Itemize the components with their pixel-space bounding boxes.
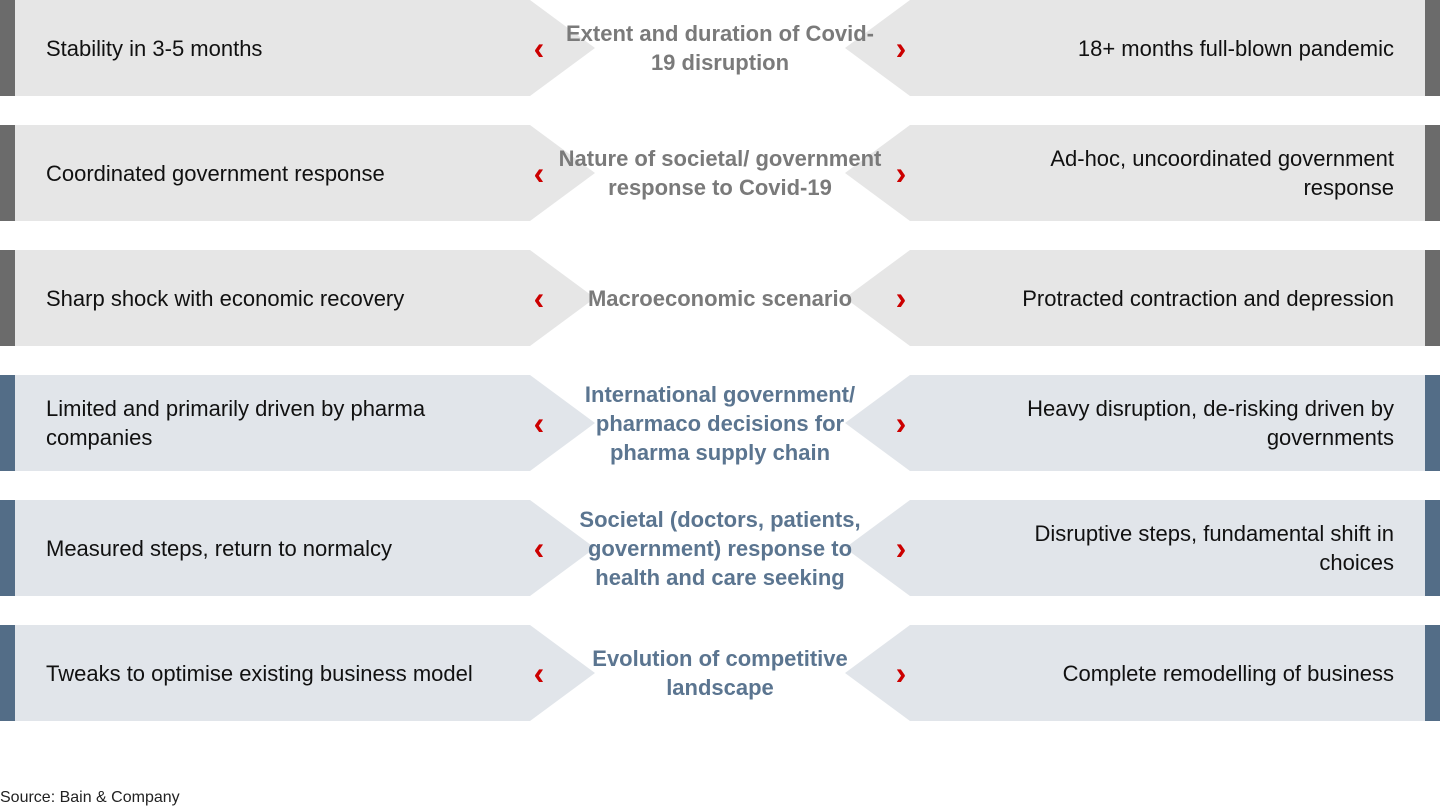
- dimension-label: International government/ pharmaco decis…: [584, 381, 856, 465]
- left-accent-bar: [0, 125, 15, 221]
- left-scenario-text: Stability in 3-5 months: [46, 35, 263, 61]
- right-accent-bar: [1425, 375, 1440, 471]
- right-accent-bar: [1425, 625, 1440, 721]
- scenario-row: Measured steps, return to normalcy ‹ Soc…: [0, 500, 1440, 596]
- left-arrow-panel: [15, 625, 595, 721]
- scenario-row: Tweaks to optimise existing business mod…: [0, 625, 1440, 721]
- right-arrow-panel: [845, 625, 1425, 721]
- left-scenario-text: Tweaks to optimise existing business mod…: [46, 660, 473, 686]
- left-scenario-text: Sharp shock with economic recovery: [46, 285, 405, 311]
- scenario-row: Limited and primarily driven by pharma c…: [0, 375, 1440, 471]
- left-arrow-panel: [15, 125, 595, 221]
- chevron-right-icon: ›: [895, 404, 907, 441]
- chevron-left-icon: ‹: [533, 529, 545, 566]
- left-arrow-panel: [15, 250, 595, 346]
- right-accent-bar: [1425, 0, 1440, 96]
- scenario-row: Stability in 3-5 months ‹ Extent and dur…: [0, 0, 1440, 96]
- chevron-left-icon: ‹: [533, 154, 545, 191]
- right-scenario-text: Disruptive steps, fundamental shift in c…: [1034, 521, 1394, 575]
- left-accent-bar: [0, 375, 15, 471]
- chevron-left-icon: ‹: [533, 29, 545, 66]
- chevron-right-icon: ›: [895, 529, 907, 566]
- right-arrow-panel: [845, 500, 1425, 596]
- right-accent-bar: [1425, 500, 1440, 596]
- scenario-row: Sharp shock with economic recovery ‹ Mac…: [0, 250, 1440, 346]
- right-arrow-panel: [845, 375, 1425, 471]
- right-scenario-text: Ad-hoc, uncoordinated government respons…: [1050, 146, 1394, 200]
- dimension-label: Evolution of competitive landscape: [592, 646, 848, 700]
- right-scenario-text: 18+ months full-blown pandemic: [1077, 35, 1394, 61]
- right-arrow-panel: [845, 125, 1425, 221]
- right-scenario-text: Protracted contraction and depression: [1022, 285, 1394, 311]
- chevron-left-icon: ‹: [533, 404, 545, 441]
- chevron-right-icon: ›: [895, 29, 907, 66]
- left-accent-bar: [0, 625, 15, 721]
- chevron-right-icon: ›: [895, 154, 907, 191]
- dimension-label: Societal (doctors, patients, government)…: [579, 506, 861, 590]
- left-arrow-panel: [15, 0, 595, 96]
- source-note: Source: Bain & Company: [0, 789, 180, 806]
- left-scenario-text: Measured steps, return to normalcy: [46, 535, 393, 561]
- right-arrow-panel: [845, 250, 1425, 346]
- chevron-left-icon: ‹: [533, 654, 545, 691]
- left-accent-bar: [0, 250, 15, 346]
- dimension-label: Extent and duration of Covid-19 disrupti…: [566, 21, 874, 75]
- left-accent-bar: [0, 500, 15, 596]
- right-scenario-text: Complete remodelling of business: [1062, 660, 1394, 686]
- dimension-label: Macroeconomic scenario: [587, 285, 853, 311]
- scenario-row: Coordinated government response ‹ Nature…: [0, 125, 1440, 221]
- left-arrow-panel: [15, 375, 595, 471]
- dimension-label: Nature of societal/ government response …: [558, 146, 882, 200]
- chevron-left-icon: ‹: [533, 279, 545, 316]
- left-scenario-text: Limited and primarily driven by pharma c…: [46, 396, 426, 450]
- left-scenario-text: Coordinated government response: [46, 160, 385, 186]
- right-accent-bar: [1425, 125, 1440, 221]
- chevron-right-icon: ›: [895, 279, 907, 316]
- right-arrow-panel: [845, 0, 1425, 96]
- right-scenario-text: Heavy disruption, de-risking driven by g…: [1027, 396, 1394, 450]
- right-accent-bar: [1425, 250, 1440, 346]
- left-accent-bar: [0, 0, 15, 96]
- left-arrow-panel: [15, 500, 595, 596]
- chevron-right-icon: ›: [895, 654, 907, 691]
